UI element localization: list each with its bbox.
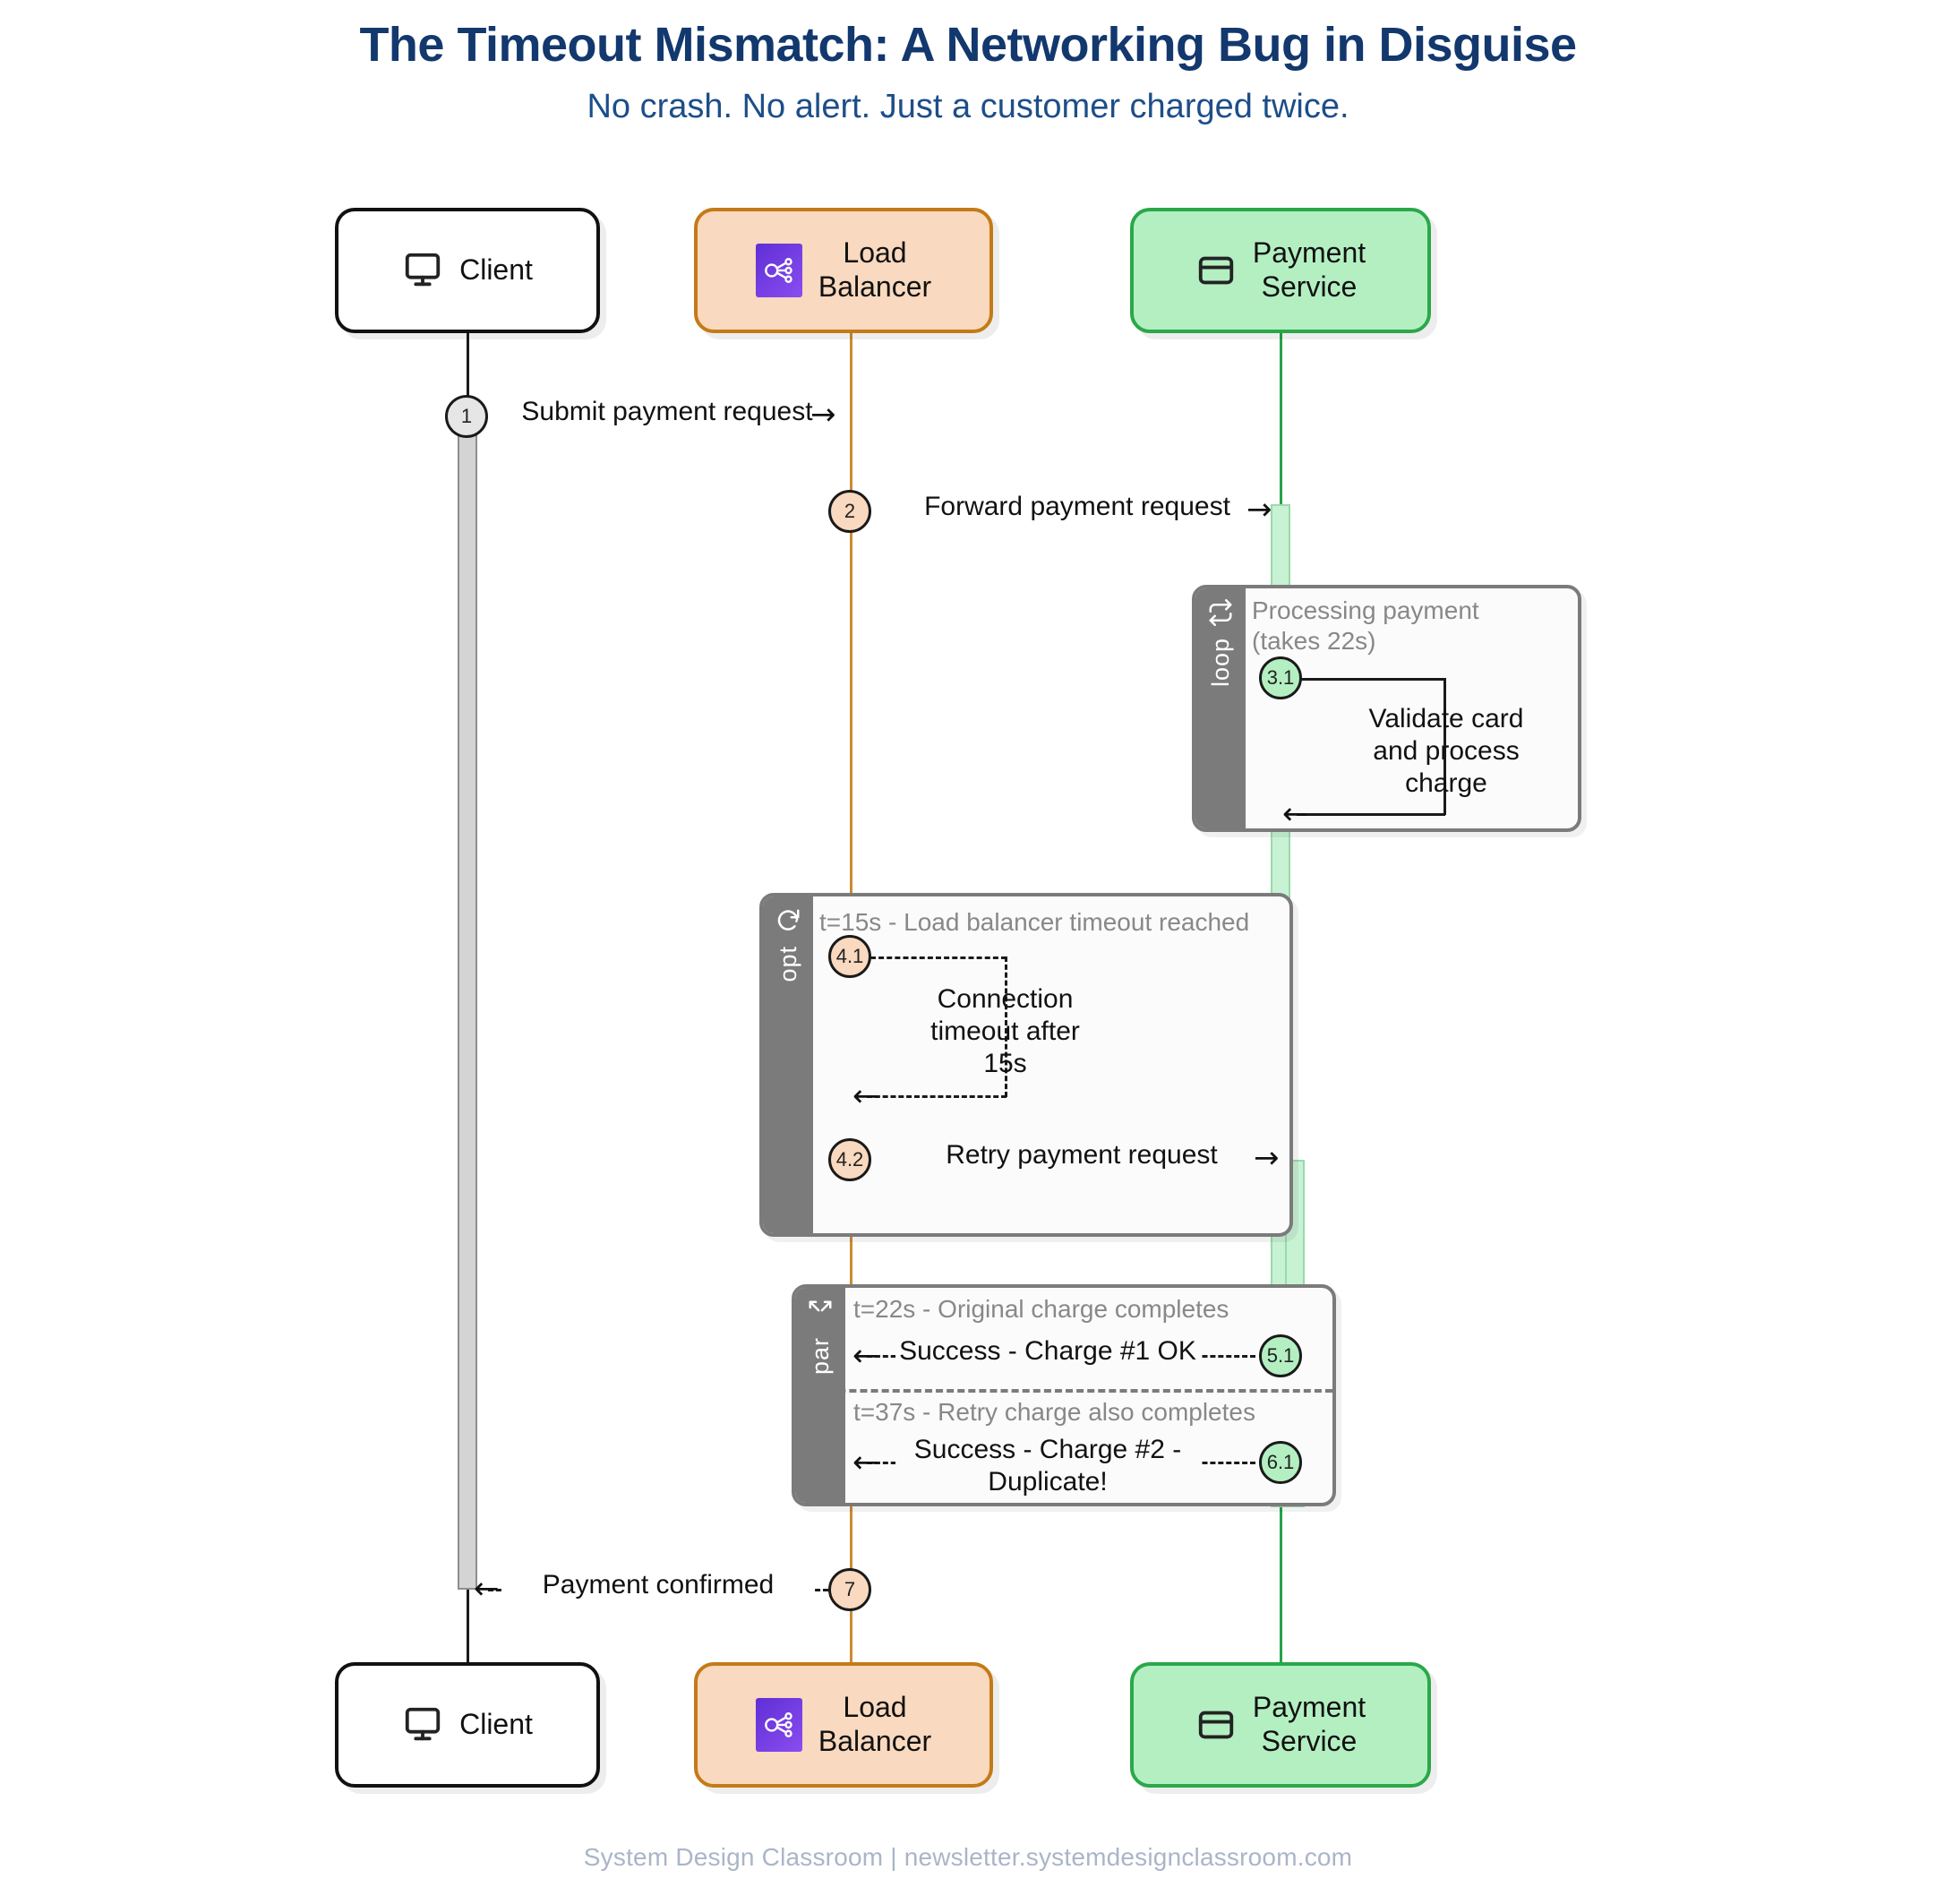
monitor-icon bbox=[402, 250, 443, 291]
credit-card-icon bbox=[1195, 1704, 1237, 1745]
message-label-4-1: Connection timeout after 15s bbox=[930, 984, 1080, 1078]
participant-label: Load Balancer bbox=[818, 1691, 932, 1757]
participant-payment-service-bottom[interactable]: Payment Service bbox=[1130, 1662, 1431, 1788]
monitor-icon bbox=[402, 1704, 443, 1745]
arrowhead-right-1: → bbox=[810, 397, 836, 433]
fragment-tab-opt: opt bbox=[763, 896, 813, 1233]
sequence-number-1: 1 bbox=[445, 395, 488, 438]
message-label-3-1: Validate card and process charge bbox=[1368, 704, 1524, 798]
fragment-title-loop: Processing payment (takes 22s) bbox=[1252, 596, 1479, 656]
participant-client-top[interactable]: Client bbox=[335, 208, 600, 333]
fragment-tab-loop: loop bbox=[1195, 588, 1246, 828]
arrowhead-left-5-1: ← bbox=[852, 1338, 878, 1374]
fragment-par-divider bbox=[795, 1389, 1332, 1393]
sequence-number-4-2: 4.2 bbox=[828, 1138, 871, 1181]
page-title: The Timeout Mismatch: A Networking Bug i… bbox=[359, 18, 1577, 72]
arrowhead-right-4-2: → bbox=[1254, 1140, 1280, 1176]
credit-card-icon bbox=[1195, 250, 1237, 291]
message-label-4-2: Retry payment request bbox=[885, 1139, 1279, 1171]
arrowhead-left-6-1: ← bbox=[852, 1445, 878, 1480]
activation-bar-client bbox=[458, 416, 477, 1590]
fragment-tab-par: par bbox=[795, 1288, 845, 1503]
arrowhead-left-4-1: ← bbox=[852, 1078, 878, 1114]
message-label-2: Forward payment request bbox=[885, 491, 1270, 523]
fragment-title-opt: t=15s - Load balancer timeout reached bbox=[819, 908, 1250, 936]
message-label-7: Payment confirmed bbox=[501, 1569, 815, 1601]
fragment-loop: loop bbox=[1192, 585, 1581, 832]
parallel-icon bbox=[807, 1299, 834, 1330]
sequence-number-4-1: 4.1 bbox=[828, 935, 871, 978]
retry-icon bbox=[775, 907, 801, 939]
header: The Timeout Mismatch: A Networking Bug i… bbox=[0, 16, 1936, 127]
participant-label: Client bbox=[459, 1708, 533, 1741]
fragment-kind-label: loop bbox=[1206, 638, 1234, 688]
message-label-6-1: Success - Charge #2 - Duplicate! bbox=[895, 1434, 1200, 1498]
sequence-number-6-1: 6.1 bbox=[1259, 1441, 1302, 1484]
participant-client-bottom[interactable]: Client bbox=[335, 1662, 600, 1788]
participant-label: Load Balancer bbox=[818, 236, 932, 303]
participant-payment-service-top[interactable]: Payment Service bbox=[1130, 208, 1431, 333]
fragment-par: par bbox=[792, 1284, 1336, 1506]
arrowhead-left-7: ← bbox=[474, 1571, 500, 1607]
participant-label: Client bbox=[459, 253, 533, 287]
message-label-5-1: Success - Charge #1 OK bbox=[895, 1335, 1200, 1368]
fragment-kind-label: par bbox=[806, 1337, 834, 1376]
participant-label: Payment Service bbox=[1252, 236, 1366, 303]
sequence-number-7: 7 bbox=[828, 1568, 871, 1611]
participant-load-balancer-bottom[interactable]: Load Balancer bbox=[694, 1662, 993, 1788]
sequence-number-2: 2 bbox=[828, 490, 871, 533]
arrowhead-left-3-1: ← bbox=[1282, 796, 1308, 832]
fragment-kind-label: opt bbox=[774, 946, 801, 982]
fragment-title-par-section-2: t=37s - Retry charge also completes bbox=[853, 1398, 1255, 1426]
message-label-1: Submit payment request bbox=[501, 396, 833, 428]
page-subtitle: No crash. No alert. Just a customer char… bbox=[587, 87, 1349, 125]
fragment-title-par-section-1: t=22s - Original charge completes bbox=[853, 1295, 1229, 1323]
participant-label: Payment Service bbox=[1252, 1691, 1366, 1757]
loop-icon bbox=[1207, 599, 1234, 630]
arrowhead-right-2: → bbox=[1246, 492, 1272, 527]
participant-load-balancer-top[interactable]: Load Balancer bbox=[694, 208, 993, 333]
load-balancer-icon bbox=[755, 244, 802, 297]
footer-attribution: System Design Classroom | newsletter.sys… bbox=[583, 1843, 1353, 1871]
sequence-number-5-1: 5.1 bbox=[1259, 1334, 1302, 1377]
sequence-number-3-1: 3.1 bbox=[1259, 656, 1302, 699]
load-balancer-icon bbox=[755, 1698, 802, 1752]
